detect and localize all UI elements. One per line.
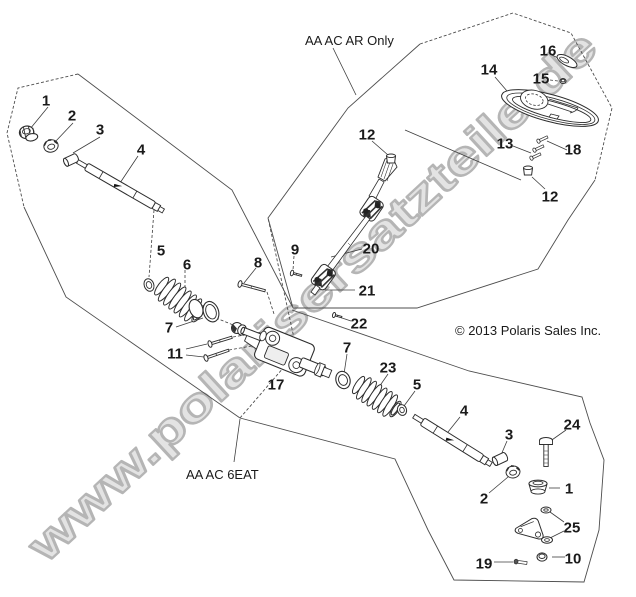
svg-text:7: 7 [165,320,173,337]
svg-text:AA AC AR Only: AA AC AR Only [305,33,394,48]
svg-text:8: 8 [254,255,262,272]
svg-text:4: 4 [137,142,146,159]
svg-text:7: 7 [343,340,351,357]
svg-text:13: 13 [497,136,514,153]
svg-text:6: 6 [183,257,191,274]
svg-text:1: 1 [565,481,573,498]
svg-text:17: 17 [268,377,285,394]
svg-text:25: 25 [564,520,581,537]
svg-text:2: 2 [480,491,488,508]
svg-text:21: 21 [359,283,376,300]
svg-text:2: 2 [68,108,76,125]
svg-text:5: 5 [157,243,165,260]
svg-text:1: 1 [42,93,50,110]
svg-text:AA AC 6EAT: AA AC 6EAT [186,467,259,482]
svg-text:18: 18 [565,142,582,159]
svg-text:15: 15 [533,71,550,88]
svg-text:23: 23 [380,360,397,377]
svg-text:24: 24 [564,417,581,434]
svg-text:© 2013 Polaris Sales Inc.: © 2013 Polaris Sales Inc. [455,323,601,338]
svg-text:3: 3 [96,122,104,139]
svg-text:20: 20 [363,241,380,258]
svg-text:10: 10 [565,551,582,568]
svg-text:22: 22 [351,316,368,333]
svg-text:19: 19 [476,556,493,573]
svg-text:12: 12 [359,127,376,144]
svg-text:3: 3 [505,427,513,444]
svg-text:16: 16 [540,43,557,60]
svg-text:9: 9 [291,242,299,259]
svg-text:5: 5 [413,377,421,394]
svg-text:12: 12 [542,189,559,206]
svg-text:14: 14 [481,62,498,79]
svg-text:4: 4 [460,403,469,420]
svg-text:11: 11 [167,346,183,363]
